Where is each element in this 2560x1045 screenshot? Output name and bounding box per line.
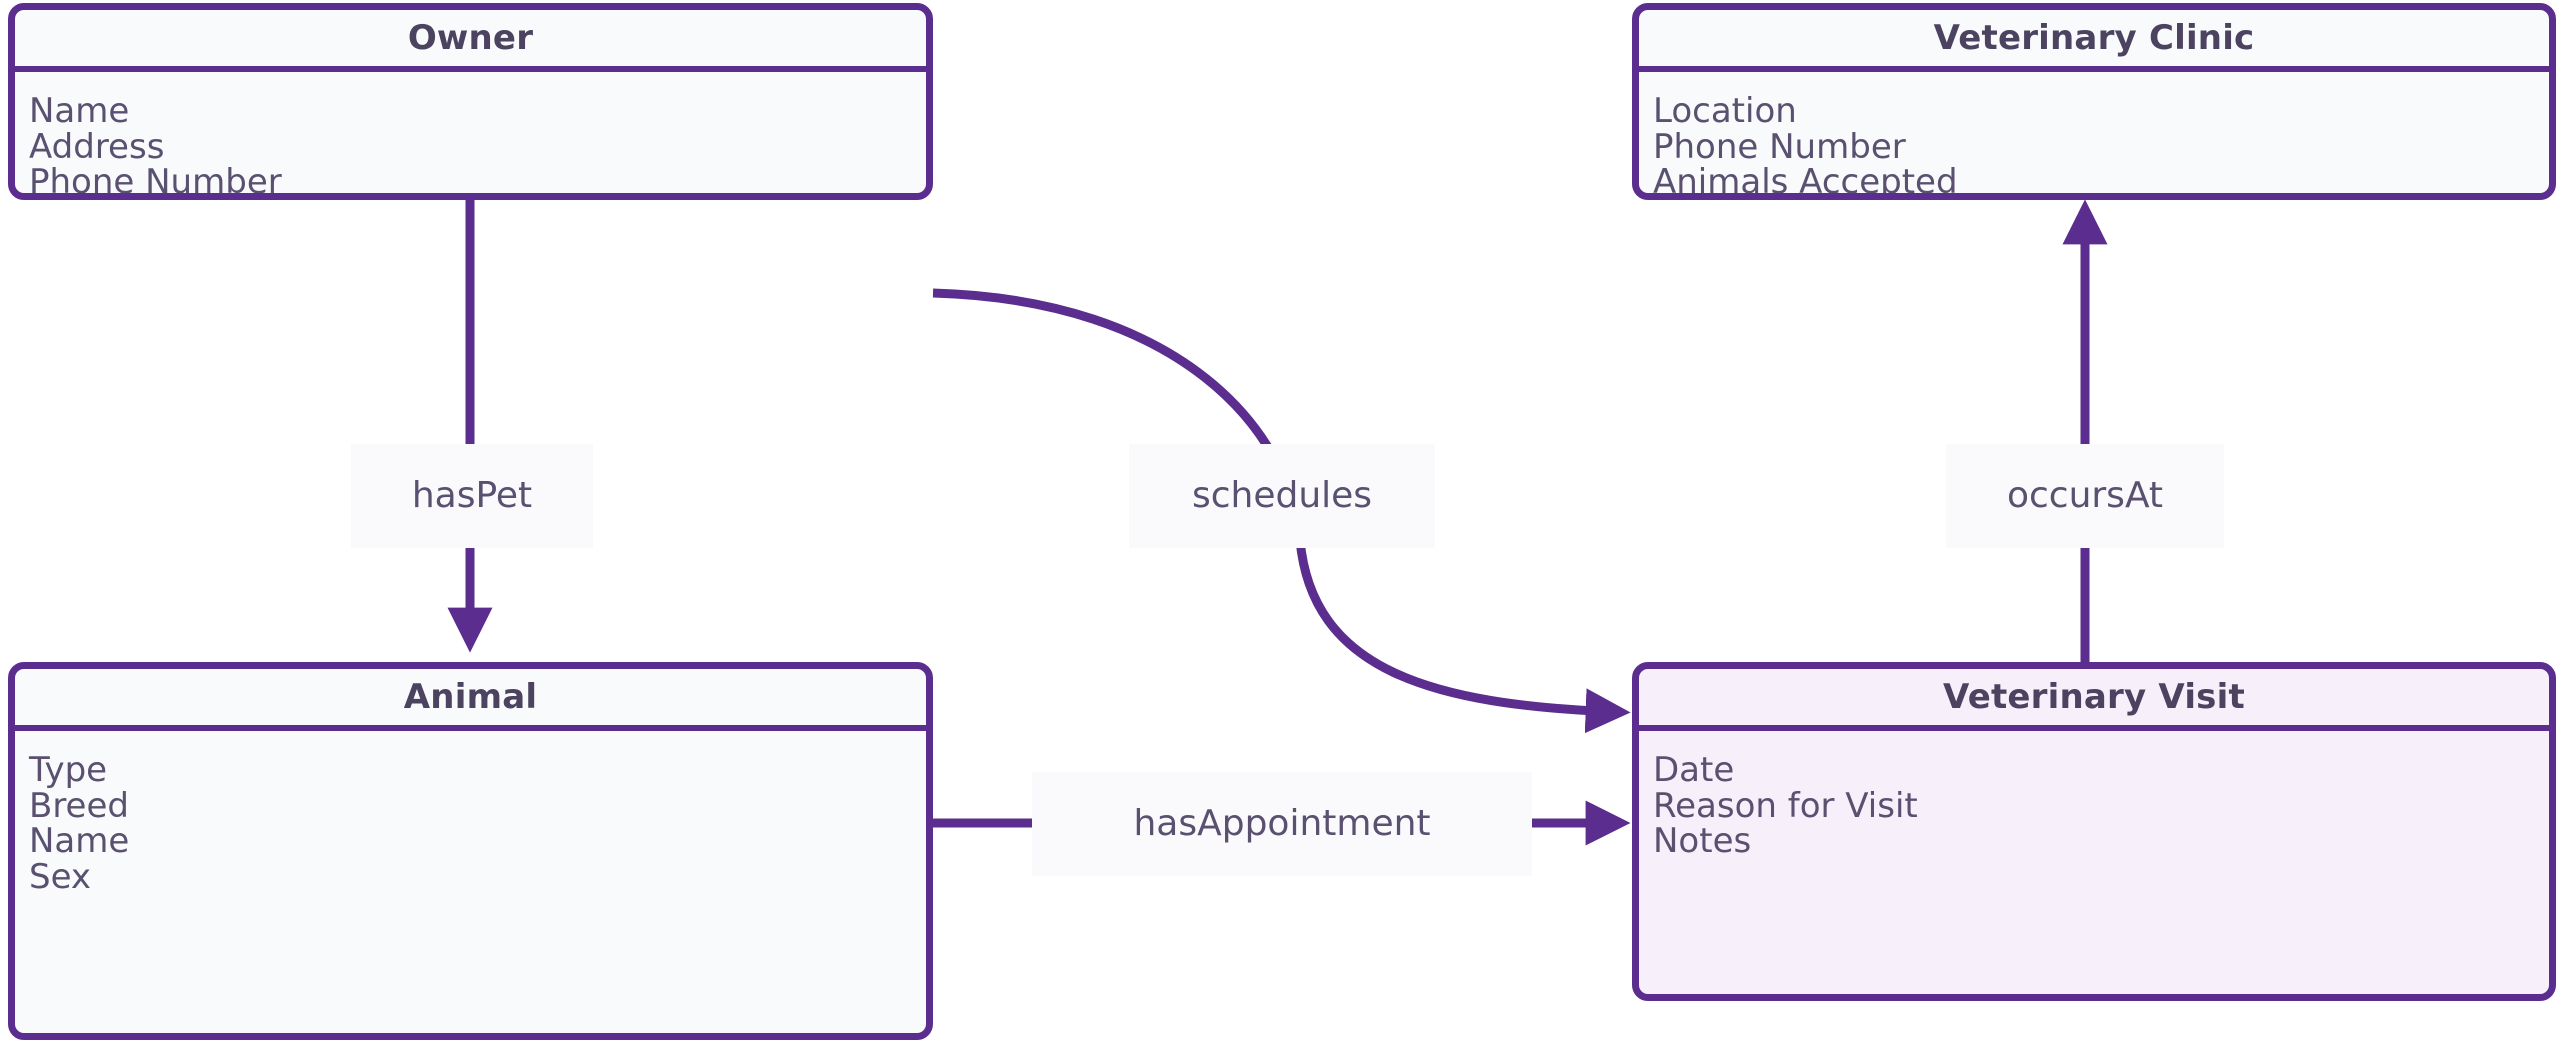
relationship-label-has-appointment[interactable]: hasAppointment <box>1032 772 1532 876</box>
attribute-row: Breed <box>29 785 129 826</box>
attribute-row: Date <box>1653 750 1735 790</box>
entity-veterinary-clinic-header: Veterinary Clinic <box>1639 10 2549 72</box>
relationship-label-text: hasAppointment <box>1133 803 1431 844</box>
relationship-label-text: schedules <box>1191 475 1373 516</box>
entity-owner-header: Owner <box>15 10 926 72</box>
attribute-row: Phone Number <box>29 162 282 200</box>
entity-veterinary-visit[interactable]: Veterinary Visit Date Reason for Visit N… <box>1632 662 2556 1001</box>
attribute-row: Address <box>29 126 165 167</box>
entity-veterinary-clinic-attributes: Location Phone Number Animals Accepted <box>1639 72 2549 200</box>
entity-animal[interactable]: Animal Type Breed Name Sex <box>8 662 933 1040</box>
relationship-label-occurs-at[interactable]: occursAt <box>1946 444 2224 548</box>
relationship-label-text: occursAt <box>2006 475 2164 516</box>
attribute-row: Reason for Visit <box>1653 785 1918 826</box>
attribute-row: Animals Accepted <box>1653 162 1958 200</box>
entity-veterinary-visit-title: Veterinary Visit <box>1943 677 2245 717</box>
attribute-row: Location <box>1653 91 1797 131</box>
entity-owner-attributes: Name Address Phone Number <box>15 72 926 200</box>
relationship-label-schedules[interactable]: schedules <box>1129 444 1435 548</box>
relationship-label-text: hasPet <box>411 475 533 516</box>
attribute-row: Sex <box>29 857 92 898</box>
entity-animal-header: Animal <box>15 669 926 731</box>
relationship-label-has-pet[interactable]: hasPet <box>351 444 593 548</box>
attribute-row: Name <box>29 91 130 131</box>
entity-owner[interactable]: Owner Name Address Phone Number <box>8 3 933 200</box>
attribute-row: Phone Number <box>1653 126 1906 167</box>
attribute-row: Notes <box>1653 821 1752 862</box>
entity-veterinary-clinic[interactable]: Veterinary Clinic Location Phone Number … <box>1632 3 2556 200</box>
entity-animal-attributes: Type Breed Name Sex <box>15 731 926 1033</box>
entity-veterinary-visit-header: Veterinary Visit <box>1639 669 2549 731</box>
attribute-row: Name <box>29 821 130 862</box>
attribute-row: Type <box>29 750 108 790</box>
entity-animal-title: Animal <box>403 677 538 717</box>
entity-owner-title: Owner <box>407 18 534 58</box>
entity-veterinary-visit-attributes: Date Reason for Visit Notes <box>1639 731 2549 994</box>
entity-veterinary-clinic-title: Veterinary Clinic <box>1933 18 2255 58</box>
